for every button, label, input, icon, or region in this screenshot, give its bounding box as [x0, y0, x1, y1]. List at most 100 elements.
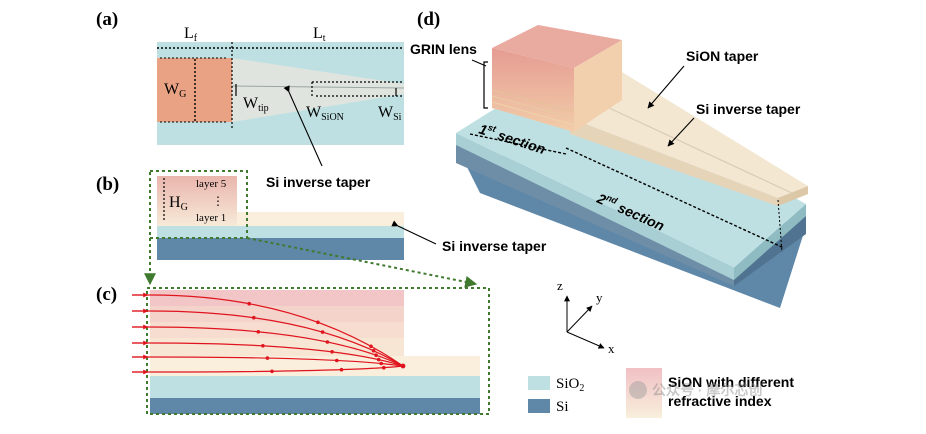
layer-5-label: layer 5	[196, 178, 227, 190]
ray-2-node-1	[252, 315, 256, 320]
panel-d-label: (d)	[417, 9, 440, 30]
si-inverse-leader	[667, 117, 695, 147]
panel-b-callout: Si inverse taper	[442, 238, 547, 254]
d-grin-layer-lines	[491, 89, 575, 126]
c-layer-3	[150, 322, 404, 338]
c-sio2	[150, 376, 480, 398]
panel-b-sio2	[157, 226, 404, 238]
ray-5	[132, 356, 404, 367]
panel-c-frame	[146, 287, 490, 415]
legend-sio2-swatch	[528, 376, 550, 390]
d-sio2-side	[734, 204, 806, 280]
ray-2	[132, 310, 404, 367]
sion-taper-label: SiON taper	[686, 48, 759, 64]
d-si-left-face	[456, 145, 734, 286]
ray-3-node-1	[256, 330, 261, 334]
legend-si-label: Si	[556, 399, 569, 415]
panel-b-grin-stack	[157, 176, 237, 226]
panel-a-label: (a)	[96, 9, 118, 30]
c-layer-5	[150, 290, 404, 306]
d-sion-taper-side	[570, 118, 778, 206]
ray-1-node-1	[247, 301, 251, 306]
lt-label: Lt	[313, 25, 326, 44]
ray-4-node-3	[376, 357, 381, 362]
wsion-label: WSiON	[306, 104, 344, 123]
grin-label: GRIN lens	[410, 41, 477, 57]
d-sion-taper-top	[570, 72, 808, 198]
panel-c: (c)	[96, 284, 490, 415]
panel-d: (d) GRIN lens SiON taper Si inverse tape…	[410, 9, 808, 356]
ray-3-node-3	[374, 353, 378, 358]
ray-4-node-2	[330, 350, 334, 354]
watermark-text: 公众号 · 摩尔芯创	[652, 382, 762, 398]
legend: SiO2 Si SiON with different refractive i…	[528, 368, 794, 418]
ray-trace-group	[132, 292, 406, 375]
ray-1-node-3	[369, 344, 373, 349]
ray-3-node-2	[325, 340, 330, 344]
hg-label: HG	[169, 194, 188, 213]
axis-x-label: x	[608, 341, 615, 356]
d-grin-side	[574, 40, 622, 132]
first-section-dim	[469, 133, 567, 155]
wg-label: WG	[164, 81, 186, 100]
c-si	[150, 398, 480, 414]
lf-label: Lf	[184, 25, 198, 44]
ray-5-node-2	[335, 358, 339, 363]
grin-bracket	[483, 61, 488, 109]
panel-b-label: (b)	[96, 174, 119, 195]
panel-a: (a) Lf Lt WG Wtip WSiON WSi Si inverse t…	[96, 9, 405, 190]
panel-b-si-substrate	[157, 238, 404, 260]
panel-b-callout-arrow	[391, 220, 437, 245]
d-sion-taper-end	[778, 186, 808, 206]
ray-6-node-2	[339, 367, 344, 372]
zoom-guide-right	[246, 237, 478, 288]
ray-5-node-3	[379, 361, 384, 366]
sion-taper-leader	[647, 65, 685, 109]
panel-a-sion-taper	[232, 58, 404, 122]
ray-5-node-1	[265, 356, 270, 360]
second-section-end-tick	[777, 199, 783, 253]
ray-6	[132, 365, 404, 373]
ray-1	[132, 294, 404, 367]
c-layer-1	[150, 356, 480, 376]
legend-sio2-label: SiO2	[556, 376, 584, 394]
d-grin-top	[492, 25, 622, 68]
panel-b-zoom-box	[149, 170, 248, 239]
ray-4	[132, 342, 404, 367]
d-grin-front	[492, 48, 574, 132]
ray-1-node-2	[316, 320, 320, 325]
ray-6-node-3	[382, 365, 386, 370]
axes-triad: z y x	[557, 278, 615, 356]
ray-2-node-2	[320, 330, 325, 334]
ray-4-node-1	[261, 344, 265, 348]
panel-b: (b) HG layer 5 ⋮ layer 1 Si inverse tape…	[96, 170, 547, 288]
d-sio2-front	[456, 133, 734, 280]
panel-a-callout: Si inverse taper	[266, 174, 371, 190]
y-axis	[566, 305, 593, 333]
si-inverse-label: Si inverse taper	[696, 101, 801, 117]
layer-1-label: layer 1	[196, 212, 226, 224]
panel-a-callout-arrow	[283, 85, 323, 167]
d-si-inverse-taper	[591, 99, 795, 195]
watermark-icon	[629, 381, 647, 399]
panel-c-label: (c)	[96, 284, 117, 305]
legend-si-swatch	[528, 399, 550, 413]
wsi-label: WSi	[378, 104, 402, 123]
layer-ellipsis: ⋮	[212, 194, 224, 208]
ray-2-node-3	[371, 348, 376, 353]
panel-a-si-taper-line	[231, 85, 405, 89]
axis-y-label: y	[596, 290, 603, 305]
legend-sion-line2: refractive index	[668, 393, 772, 409]
legend-sion-line1: SiON with different	[668, 374, 794, 390]
legend-sion-swatch	[626, 368, 662, 418]
ray-3	[132, 326, 404, 367]
wtip-label: Wtip	[243, 95, 269, 114]
d-si-right-face	[734, 216, 806, 286]
axis-z-label: z	[557, 278, 563, 293]
watermark: 公众号 · 摩尔芯创	[629, 381, 762, 399]
grin-leader	[471, 59, 487, 67]
ray-6-node-1	[270, 369, 274, 374]
ray-focus-point	[400, 363, 406, 369]
